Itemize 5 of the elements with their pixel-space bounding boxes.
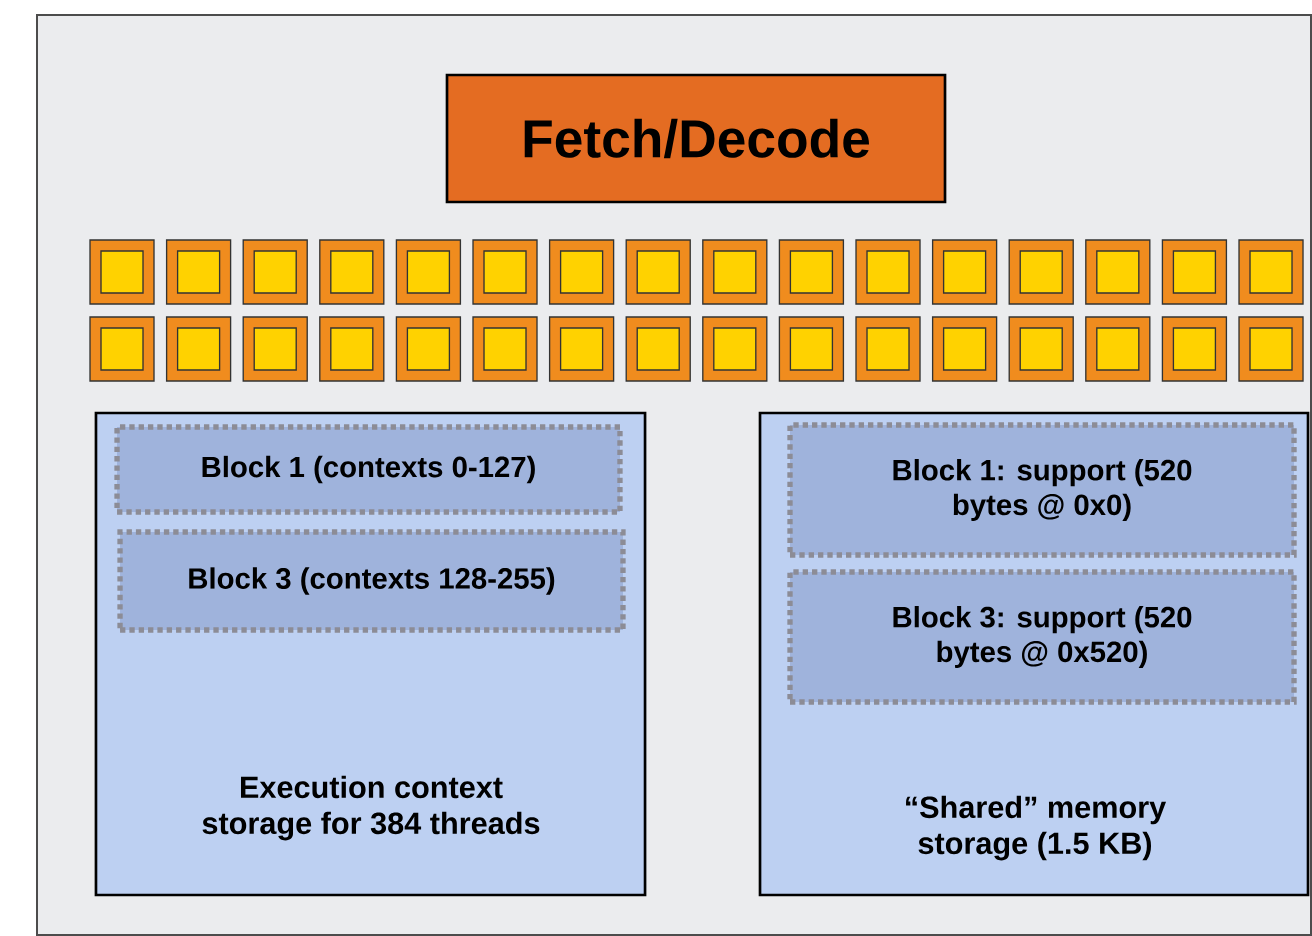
block-region-box: Block 1: support (520 bytes @ 0x0)	[787, 422, 1297, 558]
block-region-box: Block 3 (contexts 128-255)	[117, 529, 626, 633]
block-region-box: Block 3: support (520 bytes @ 0x520)	[787, 569, 1297, 705]
block-region-box: Block 1 (contexts 0-127)	[114, 424, 623, 515]
fetch-decode-box: Fetch/Decode	[445, 73, 947, 204]
